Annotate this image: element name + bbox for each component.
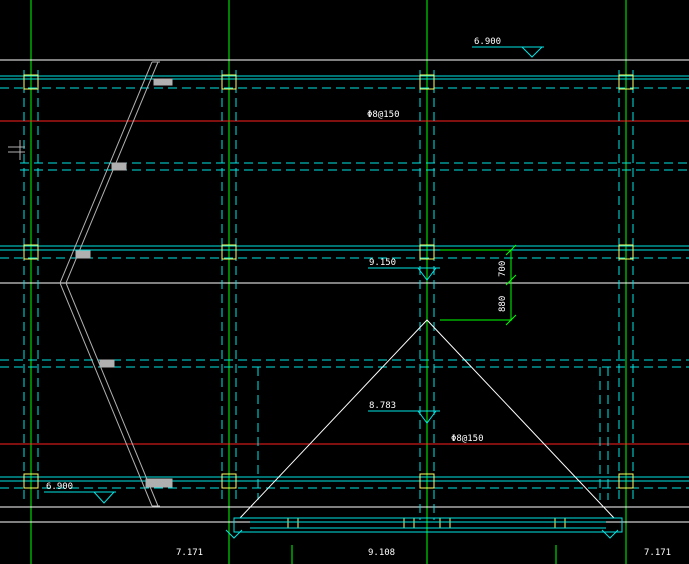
column-2-4 <box>618 244 634 260</box>
slab-outer-edge <box>59 61 153 507</box>
base-beam-outline <box>233 517 623 533</box>
column-2-2 <box>221 244 237 260</box>
dimension-lines <box>291 244 557 564</box>
rebar-label-bottom: Φ8@150 <box>451 434 484 444</box>
dim-700-label: 700 <box>498 261 508 277</box>
elev-mid-triangle <box>417 267 437 281</box>
slab-bracket-3 <box>75 250 91 259</box>
column-2-1 <box>23 244 39 260</box>
slanted-slab-profile <box>8 61 173 507</box>
dim-880-label: 880 <box>498 296 508 312</box>
rebar-label-top: Φ8@150 <box>367 110 400 120</box>
elev-left-label: 6.900 <box>46 482 73 492</box>
base-triangle-right <box>601 529 619 539</box>
elevation-markers <box>44 46 619 539</box>
elev-mid-label: 9.150 <box>369 258 396 268</box>
roof-triangle <box>239 319 615 519</box>
slab-bracket-4 <box>99 359 115 368</box>
base-triangle-left <box>225 529 243 539</box>
elev-lower-label: 8.783 <box>369 401 396 411</box>
roof-profile <box>239 319 615 519</box>
slab-bracket-2 <box>111 162 127 171</box>
rebar-lines <box>0 120 689 445</box>
slab-bracket-1 <box>153 78 173 86</box>
elev-top-triangle <box>521 46 543 58</box>
bottom-label-left: 7.171 <box>176 548 203 558</box>
column-1-2 <box>221 74 237 90</box>
column-2-3 <box>419 244 435 260</box>
beam-dashed-lines <box>0 70 689 520</box>
vertical-axis-lines <box>30 0 627 564</box>
beam-solid-lines <box>0 75 689 482</box>
base-beam <box>233 517 623 533</box>
column-1-4 <box>618 74 634 90</box>
slab-bracket-5 <box>145 478 173 488</box>
bottom-label-right: 7.171 <box>644 548 671 558</box>
column-3-4 <box>618 473 634 489</box>
column-1-1 <box>23 74 39 90</box>
column-3-1 <box>23 473 39 489</box>
column-3-3 <box>419 473 435 489</box>
elev-lower-triangle <box>417 410 437 424</box>
elev-left-triangle <box>93 491 115 504</box>
dim-tick-1 <box>505 244 517 256</box>
column-3-2 <box>221 473 237 489</box>
dim-tick-2 <box>505 274 517 286</box>
dim-tick-3 <box>505 314 517 326</box>
column-1-3 <box>419 74 435 90</box>
slab-inner-edge <box>65 61 159 507</box>
elev-top-label: 6.900 <box>474 37 501 47</box>
bottom-label-center: 9.108 <box>368 548 395 558</box>
